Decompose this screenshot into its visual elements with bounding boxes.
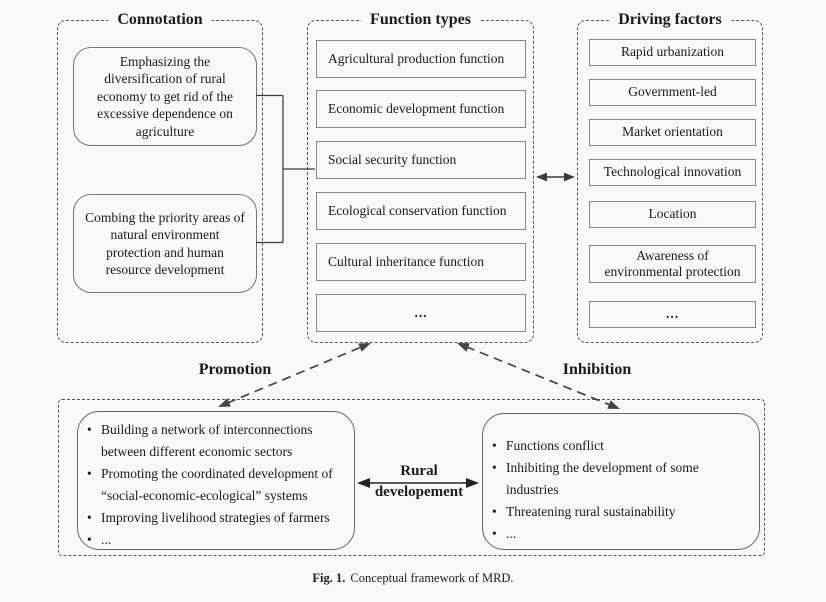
- driving-factors-title: Driving factors: [609, 10, 731, 30]
- connotation-group: Connotation Emphasizing the diversificat…: [57, 10, 263, 343]
- function-type-item: Social security function: [316, 141, 526, 179]
- bullet-icon: •: [492, 526, 497, 541]
- connotation-item: Emphasizing the diversification of rural…: [73, 47, 257, 146]
- function-type-item: Cultural inheritance function: [316, 243, 526, 281]
- rural-development-label-bottom: developement: [374, 484, 464, 500]
- list-item: •Threatening rural sustainability: [492, 501, 756, 523]
- inhibition-effects-list: •Functions conflict •Inhibiting the deve…: [492, 435, 756, 545]
- bullet-icon: •: [492, 460, 497, 475]
- inhibition-label: Inhibition: [562, 361, 632, 378]
- promotion-effects-box: •Building a network of interconnections …: [77, 411, 355, 550]
- figure-caption: Fig. 1. Conceptual framework of MRD.: [0, 571, 826, 586]
- bullet-icon: •: [492, 438, 497, 453]
- list-item: •Inhibiting the development of some indu…: [492, 457, 756, 501]
- list-item: •Improving livelihood strategies of farm…: [87, 507, 351, 529]
- list-item: •Building a network of interconnections …: [87, 419, 351, 463]
- list-item: •Promoting the coordinated development o…: [87, 463, 351, 507]
- list-item: •Functions conflict: [492, 435, 756, 457]
- figure-caption-text: Conceptual framework of MRD.: [350, 571, 514, 585]
- inhibition-effects-box: •Functions conflict •Inhibiting the deve…: [482, 413, 760, 550]
- bullet-icon: •: [87, 422, 92, 437]
- list-item: •...: [492, 523, 756, 545]
- rural-development-label: Rural developement: [357, 463, 481, 500]
- figure-caption-label: Fig. 1.: [312, 571, 346, 585]
- function-driving-arrow: [536, 172, 575, 182]
- rural-development-group: [58, 399, 765, 556]
- list-item: •...: [87, 529, 351, 551]
- function-type-item: Ecological conservation function: [316, 192, 526, 230]
- promotion-effects-list: •Building a network of interconnections …: [87, 419, 351, 551]
- promotion-label: Promotion: [198, 361, 272, 378]
- bullet-icon: •: [87, 466, 92, 481]
- bullet-icon: •: [492, 504, 497, 519]
- driving-factor-item: Awareness of environmental protection: [589, 245, 756, 283]
- function-types-title: Function types: [361, 10, 480, 30]
- function-type-item: Agricultural production function: [316, 40, 526, 78]
- driving-factor-item: Technological innovation: [589, 159, 756, 186]
- connotation-item: Combing the priority areas of natural en…: [73, 194, 257, 293]
- function-type-item: Economic development function: [316, 90, 526, 128]
- connotation-title: Connotation: [108, 10, 212, 30]
- driving-factor-item: Rapid urbanization: [589, 39, 756, 66]
- driving-factor-item: Government-led: [589, 79, 756, 106]
- function-type-item-ellipsis: ...: [316, 294, 526, 332]
- driving-factor-item: Location: [589, 201, 756, 228]
- driving-factors-group: Driving factors Rapid urbanization Gover…: [577, 10, 763, 343]
- function-types-group: Function types Agricultural production f…: [307, 10, 534, 343]
- driving-factor-item-ellipsis: ...: [589, 301, 756, 328]
- bullet-icon: •: [87, 532, 92, 547]
- bullet-icon: •: [87, 510, 92, 525]
- rural-development-label-top: Rural: [400, 463, 438, 479]
- driving-factor-item: Market orientation: [589, 119, 756, 146]
